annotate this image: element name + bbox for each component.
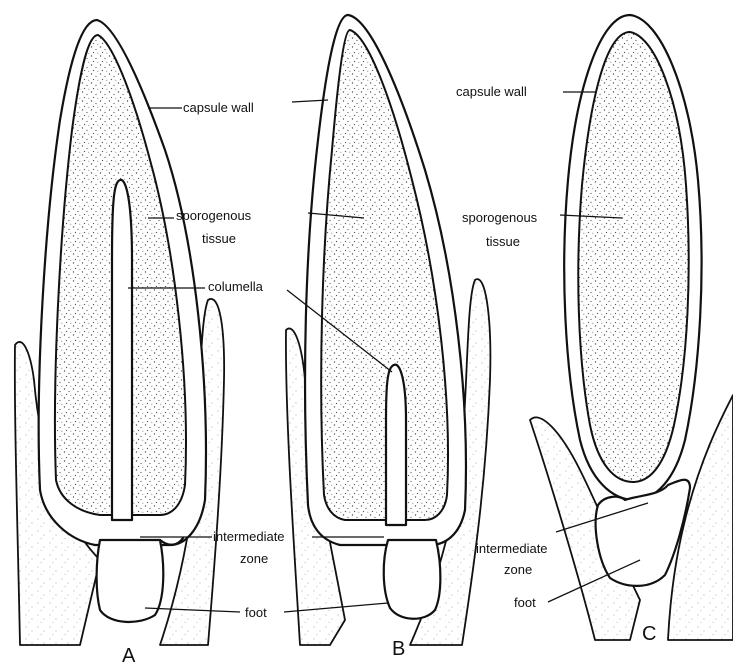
sporogenous-tissue-c [578, 32, 688, 482]
label-capsule-wall-a: capsule wall [183, 100, 254, 115]
foot-b [384, 540, 441, 619]
label-zone-ab: zone [240, 551, 268, 566]
sporogenous-tissue-b [321, 30, 448, 520]
foot-a [97, 540, 164, 622]
panel-label-c: C [642, 623, 656, 645]
label-columella: columella [208, 279, 264, 294]
label-zone-c: zone [504, 562, 532, 577]
label-sporogenous-a: sporogenous [176, 208, 252, 223]
columella-b [386, 365, 406, 525]
label-intermediate-ab: intermediate [213, 529, 285, 544]
panel-label-b: B [392, 638, 405, 660]
label-foot-c: foot [514, 595, 536, 610]
label-capsule-wall-c: capsule wall [456, 84, 527, 99]
label-foot-ab: foot [245, 605, 267, 620]
label-sporogenous-c: sporogenous [462, 210, 538, 225]
panel-c [530, 15, 733, 640]
label-tissue-a: tissue [202, 231, 236, 246]
label-tissue-c: tissue [486, 234, 520, 249]
label-intermediate-c: intermediate [476, 541, 548, 556]
panel-label-a: A [122, 645, 136, 665]
panel-b [286, 15, 490, 645]
columella-a [112, 180, 132, 520]
